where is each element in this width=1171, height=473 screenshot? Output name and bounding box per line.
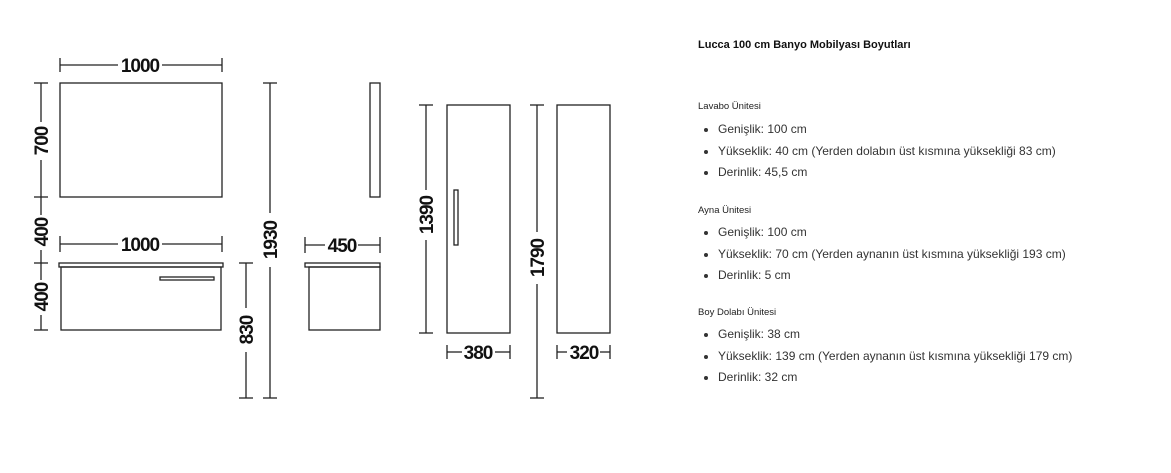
mirror-width-dimension: 1000 <box>59 56 223 77</box>
list-item: Genişlik: 100 cm <box>718 119 1056 141</box>
spec-list: Genişlik: 100 cm Yükseklik: 70 cm (Yerde… <box>698 222 1066 287</box>
list-item: Derinlik: 32 cm <box>718 367 1072 389</box>
cabinet-handle <box>159 276 215 281</box>
list-item: Genişlik: 38 cm <box>718 324 1072 346</box>
list-item: Genişlik: 100 cm <box>718 222 1066 244</box>
tall-cabinet-front <box>446 104 511 334</box>
list-item: Yükseklik: 70 cm (Yerden aynanın üst kıs… <box>718 244 1066 266</box>
dimension-label: 380 <box>464 343 493 364</box>
dimension-label: 450 <box>328 236 357 257</box>
spec-list: Genişlik: 38 cm Yükseklik: 139 cm (Yerde… <box>698 324 1072 389</box>
cabinet-depth-dimension: 450 <box>304 236 381 257</box>
spec-list: Genişlik: 100 cm Yükseklik: 40 cm (Yerde… <box>698 119 1056 184</box>
section-heading: Lavabo Ünitesi <box>698 101 761 112</box>
cabinet-floor-height-dimension: 830 <box>237 262 258 399</box>
technical-drawing: 1000 700 400 400 1000 830 1930 450 <box>32 56 611 399</box>
left-vertical-dimension: 700 400 400 <box>32 82 53 331</box>
tall-depth-dimension: 320 <box>556 343 611 364</box>
dimension-label: 1000 <box>121 235 160 256</box>
tall-cabinet-side <box>556 104 611 334</box>
page-title: Lucca 100 cm Banyo Mobilyası Boyutları <box>698 39 911 51</box>
tall-cabinet-handle <box>453 189 459 246</box>
cabinet-width-dimension: 1000 <box>59 235 223 256</box>
dimension-label: 400 <box>32 282 53 311</box>
dimension-label: 1790 <box>528 238 549 277</box>
vanity-cabinet-front <box>58 262 224 331</box>
tall-floor-height-dimension: 1790 <box>528 104 549 399</box>
tall-width-dimension: 380 <box>446 343 511 364</box>
mirror-front <box>59 82 223 198</box>
dimension-label: 1000 <box>121 56 160 77</box>
dimension-label: 700 <box>32 126 53 155</box>
dimension-label: 830 <box>237 315 258 344</box>
vanity-cabinet-side <box>304 262 381 331</box>
mirror-side <box>369 82 381 198</box>
list-item: Derinlik: 5 cm <box>718 265 1066 287</box>
dimension-label: 1390 <box>417 195 438 234</box>
list-item: Yükseklik: 40 cm (Yerden dolabın üst kıs… <box>718 141 1056 163</box>
section-heading: Boy Dolabı Ünitesi <box>698 307 777 318</box>
dimension-label: 320 <box>570 343 599 364</box>
dimension-label: 400 <box>32 217 53 246</box>
tall-height-dimension: 1390 <box>417 104 438 334</box>
list-item: Derinlik: 45,5 cm <box>718 162 1056 184</box>
section-heading: Ayna Ünitesi <box>698 205 752 216</box>
list-item: Yükseklik: 139 cm (Yerden aynanın üst kı… <box>718 346 1072 368</box>
dimension-label: 1930 <box>261 220 282 259</box>
total-height-dimension: 1930 <box>261 82 282 399</box>
